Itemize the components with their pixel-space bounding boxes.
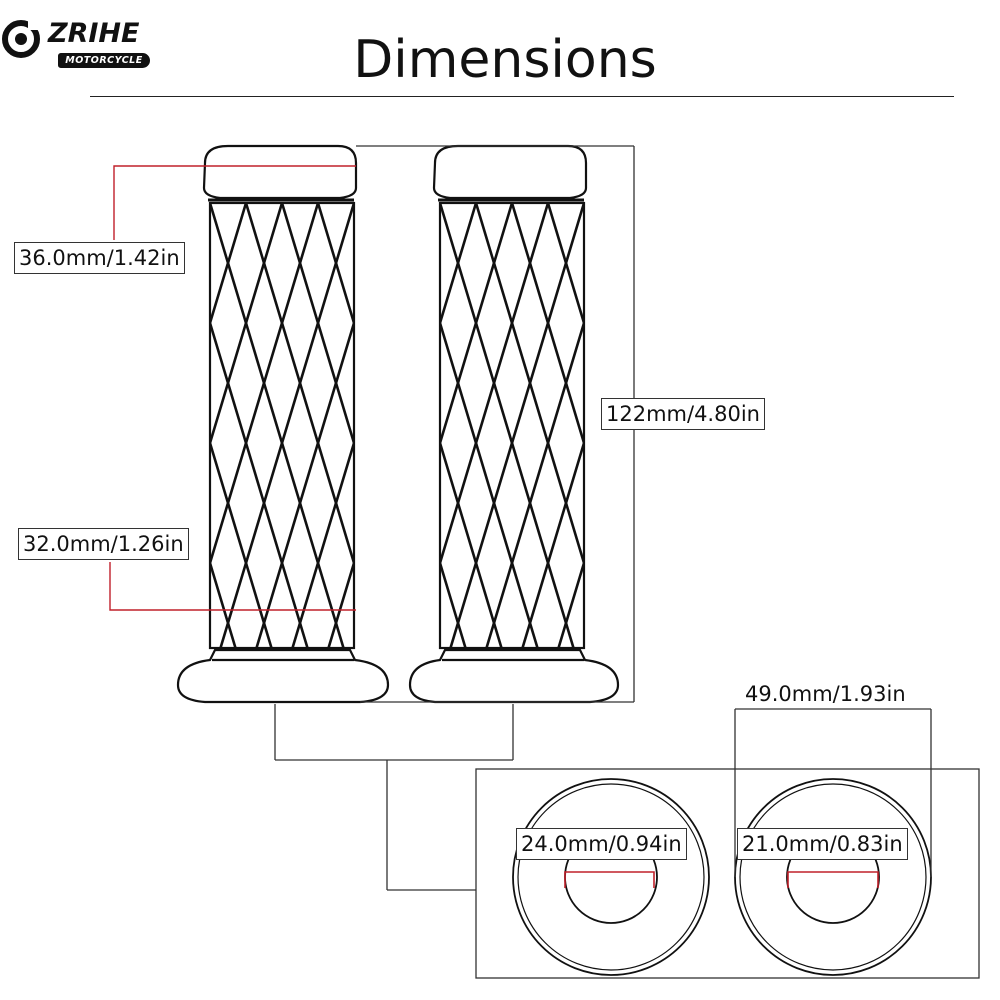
knurl-line: [440, 558, 467, 648]
knurl-line: [219, 203, 354, 648]
knurl-line: [255, 318, 354, 648]
brand-name: ZRIHE: [48, 18, 140, 49]
right-grip-flange: [408, 648, 620, 704]
knurl-line: [440, 203, 575, 648]
knurl-line: [775, 203, 909, 648]
knurl-line: [327, 558, 354, 648]
left-grip: [176, 144, 390, 704]
knurl-line: [210, 558, 237, 648]
flange-diameter-label: 49.0mm/1.93in: [745, 682, 906, 706]
outer-diameter-label: 36.0mm/1.42in: [14, 242, 185, 274]
knurl-line: [210, 203, 345, 648]
bore-detail-panel: [475, 768, 980, 979]
right-grip-end-cap: [432, 144, 588, 200]
left-grip-flange: [176, 648, 390, 704]
knurl-line: [440, 438, 503, 648]
knurl-line: [440, 203, 550, 568]
detail-connector: [274, 704, 514, 891]
logo-dot: [15, 33, 27, 45]
bore-inner-measure: [564, 871, 879, 888]
knurl-line: [883, 203, 1000, 648]
brand-logo: ZRIHE MOTORCYCLE: [0, 8, 160, 68]
knurl-line: [280, 203, 354, 448]
knurl-line: [210, 203, 248, 328]
left-grip-end-cap: [202, 144, 358, 200]
knurl-line: [510, 203, 584, 448]
flange-dimension-lines: [734, 708, 932, 877]
left-grip-body: [208, 201, 356, 650]
knurl-line: [440, 203, 478, 328]
knurl-line: [210, 203, 320, 568]
right-grip: [408, 144, 1000, 704]
knurl-line: [872, 203, 1000, 648]
diameter-leaders: [109, 165, 356, 611]
logo-ring-gap: [28, 16, 42, 30]
knurl-line: [485, 318, 584, 648]
left-diamond-pattern: [210, 203, 354, 648]
inner-diameter-label: 32.0mm/1.26in: [18, 528, 189, 560]
knurl-line: [316, 203, 354, 328]
right-grip-body: [438, 201, 586, 650]
knurl-line: [474, 203, 584, 568]
bore-right-circles: [734, 778, 932, 976]
knurl-line: [210, 438, 273, 648]
knurl-line: [521, 438, 584, 648]
bore-right-label: 21.0mm/0.83in: [737, 828, 908, 860]
title-divider: [90, 96, 954, 97]
knurl-line: [440, 203, 514, 448]
knurl-line: [210, 203, 284, 448]
knurl-line: [244, 203, 354, 568]
knurl-line: [546, 203, 584, 328]
page-title: Dimensions: [353, 30, 657, 90]
knurl-line: [557, 558, 584, 648]
brand-tagline: MOTORCYCLE: [58, 53, 150, 68]
knurl-line: [440, 318, 539, 648]
knurl-line: [210, 318, 309, 648]
knurl-line: [847, 203, 981, 648]
knurl-line: [291, 438, 354, 648]
knurl-line: [764, 203, 898, 648]
knurl-line: [811, 203, 945, 648]
knurl-line: [800, 203, 934, 648]
bore-left-circles: [512, 778, 710, 976]
right-diamond-pattern: [440, 203, 1000, 648]
length-label: 122mm/4.80in: [601, 398, 765, 430]
bore-left-label: 24.0mm/0.94in: [516, 828, 687, 860]
knurl-line: [836, 203, 970, 648]
knurl-line: [449, 203, 584, 648]
ring-dot-logo-icon: [2, 20, 40, 58]
